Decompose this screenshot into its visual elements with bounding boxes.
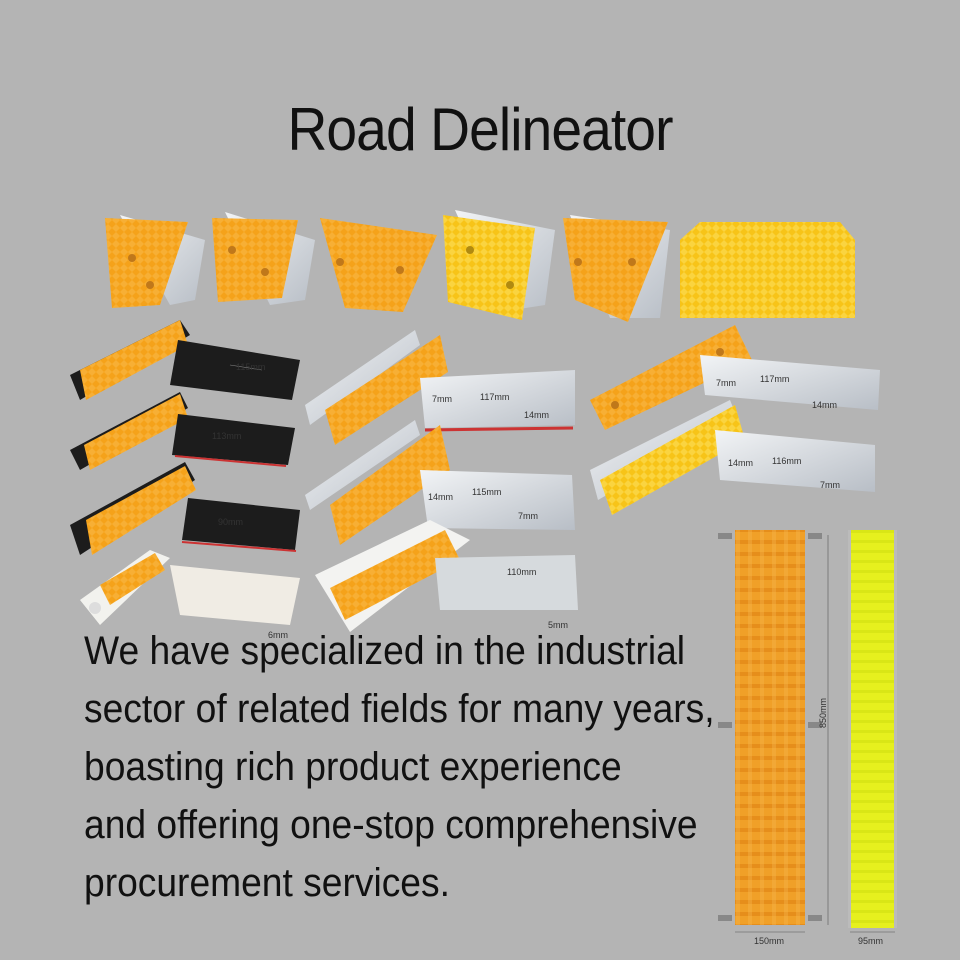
description-line: and offering one-stop comprehensive bbox=[84, 803, 698, 847]
dimension-label: 115mm bbox=[472, 487, 502, 497]
dimension-label: 113mm bbox=[212, 431, 242, 441]
yellow-fluorescent-strip bbox=[848, 530, 897, 928]
white-base-delineator bbox=[80, 550, 300, 625]
rectangular-reflector-yellow bbox=[680, 222, 855, 318]
dimension-label: 14mm bbox=[812, 400, 838, 410]
dimension-label: 7mm bbox=[432, 394, 452, 404]
black-delineator-1 bbox=[70, 320, 300, 400]
dimension-label: 14mm bbox=[524, 410, 550, 420]
description-line: boasting rich product experience bbox=[84, 745, 622, 789]
description-line: sector of related fields for many years, bbox=[84, 687, 715, 731]
trapezoid-delineator-2 bbox=[212, 212, 315, 305]
page-title: Road Delineator bbox=[287, 96, 673, 163]
dimension-label: 117mm bbox=[480, 392, 510, 402]
dimension-label: 95mm bbox=[858, 936, 884, 946]
dimension-label: 150mm bbox=[754, 936, 785, 946]
description: We have specialized in the industrial se… bbox=[84, 622, 715, 912]
description-line: We have specialized in the industrial bbox=[84, 629, 686, 673]
trapezoid-delineator-1 bbox=[105, 215, 205, 308]
trapezoid-delineator-4 bbox=[443, 210, 555, 320]
dimension-label: 117mm bbox=[760, 374, 790, 384]
dimension-label: 850mm bbox=[818, 697, 828, 728]
dimension-label: 115mm bbox=[236, 362, 266, 372]
angle-delineator-2 bbox=[305, 420, 575, 545]
dimension-label: 14mm bbox=[428, 492, 454, 502]
dimension-label: 5mm bbox=[548, 620, 568, 630]
dimension-label: 90mm bbox=[218, 517, 244, 527]
trapezoid-delineator-5 bbox=[563, 215, 670, 322]
angle-delineator-5 bbox=[590, 400, 875, 515]
dimension-label: 6mm bbox=[268, 630, 288, 640]
angle-delineator-1 bbox=[305, 330, 575, 445]
angle-delineator-3 bbox=[315, 520, 578, 632]
angle-delineator-4 bbox=[590, 325, 880, 430]
dimension-label: 110mm bbox=[507, 567, 537, 577]
orange-reflective-strip bbox=[718, 530, 822, 925]
dimension-label: 14mm bbox=[728, 458, 754, 468]
dimension-label: 116mm bbox=[772, 456, 802, 466]
black-delineator-2 bbox=[70, 392, 295, 470]
dimension-label: 7mm bbox=[518, 511, 538, 521]
dimension-label: 7mm bbox=[716, 378, 736, 388]
dimension-label: 7mm bbox=[820, 480, 840, 490]
trapezoid-delineator-3 bbox=[320, 218, 437, 312]
black-delineator-3 bbox=[70, 462, 300, 555]
description-line: procurement services. bbox=[84, 861, 450, 905]
